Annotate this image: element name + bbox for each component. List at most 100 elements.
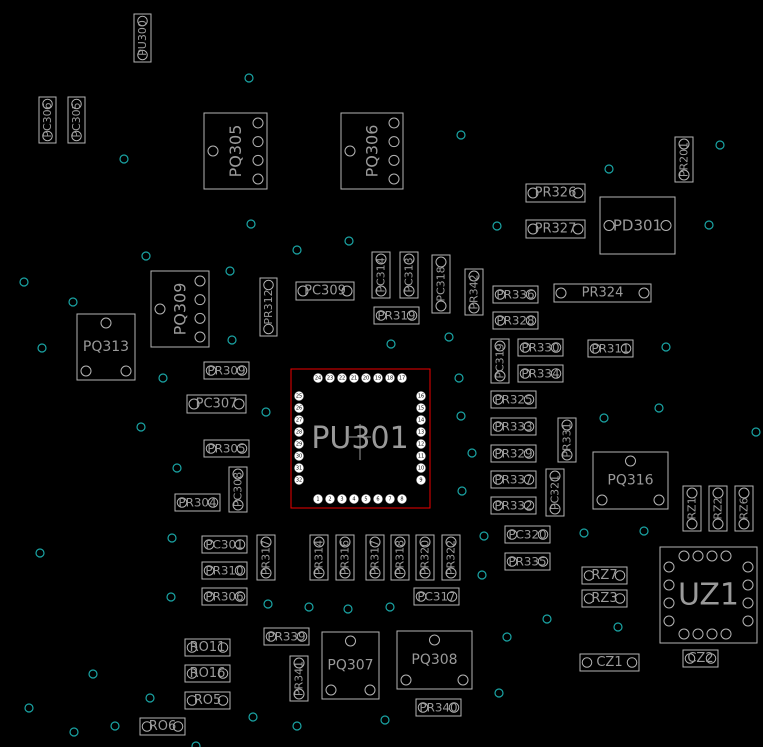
component-pr311[interactable]: PR311 (587, 339, 634, 358)
pad (653, 494, 665, 506)
component-rz2[interactable]: RZ2 (708, 485, 728, 532)
component-ro11[interactable]: RO11 (184, 638, 231, 657)
component-pq307[interactable]: PQ307 (321, 631, 380, 700)
component-pd301[interactable]: PD301 (599, 196, 676, 255)
via (492, 221, 502, 231)
pad (492, 474, 504, 485)
component-pr318[interactable]: PR318 (390, 534, 410, 581)
component-pq313[interactable]: PQ313 (76, 313, 136, 381)
component-rz3[interactable]: RZ3 (581, 589, 628, 608)
component-pr306[interactable]: PR306 (201, 587, 248, 606)
pad (684, 653, 696, 664)
component-pc318[interactable]: PC318 (431, 254, 451, 314)
pad (194, 294, 206, 306)
via (136, 422, 146, 432)
component-pr328[interactable]: PR328 (492, 311, 539, 330)
pu301-pin-number: 10 (418, 465, 424, 471)
component-pr324[interactable]: PR324 (553, 283, 652, 303)
component-pr320[interactable]: PR320 (415, 534, 435, 581)
component-pc313[interactable]: PC313 (399, 251, 419, 299)
component-pq308[interactable]: PQ308 (396, 630, 473, 690)
component-ro16[interactable]: RO16 (184, 664, 231, 683)
component-pr327[interactable]: PR327 (525, 219, 586, 239)
via (457, 486, 467, 496)
component-pr337[interactable]: PR337 (490, 470, 537, 489)
component-label: PQ313 (83, 339, 129, 355)
pad (603, 220, 615, 231)
component-pr326[interactable]: PR326 (525, 183, 586, 203)
component-pu300[interactable]: PU300 (133, 13, 152, 63)
component-pr329[interactable]: PR329 (490, 444, 537, 463)
component-pq309[interactable]: PQ309 (150, 270, 210, 348)
pu301-pin-number: 25 (296, 393, 302, 399)
component-pc306[interactable]: PC306 (38, 96, 57, 144)
component-outline (201, 561, 248, 580)
component-pc308[interactable]: PC308 (228, 466, 248, 513)
component-label: PR340 (419, 701, 457, 715)
pad (523, 394, 535, 405)
component-pr333[interactable]: PR333 (490, 417, 537, 436)
component-pr309[interactable]: PR309 (203, 361, 250, 380)
component-pr317[interactable]: PR317 (256, 534, 276, 581)
pad (519, 342, 531, 353)
component-cz1[interactable]: CZ1 (579, 653, 640, 672)
component-pq305[interactable]: PQ305 (203, 112, 268, 190)
component-pr312[interactable]: PR312 (259, 277, 278, 337)
component-outline (415, 534, 435, 581)
component-ro6[interactable]: RO6 (139, 717, 186, 736)
pad (42, 130, 53, 142)
component-pc309[interactable]: PC309 (295, 281, 355, 301)
component-pc319[interactable]: PC319 (490, 338, 510, 384)
component-pc305[interactable]: PC305 (67, 96, 86, 144)
component-pr332[interactable]: PR332 (490, 496, 537, 515)
pad (186, 668, 198, 679)
component-pr336[interactable]: PR336 (492, 285, 539, 304)
component-label: PR304 (178, 496, 216, 510)
pad (100, 317, 112, 329)
component-pc307[interactable]: PC307 (186, 394, 247, 414)
component-pr334[interactable]: PR334 (517, 364, 564, 383)
component-pr304[interactable]: PR304 (174, 493, 221, 512)
component-pr330[interactable]: PR330 (517, 338, 564, 357)
component-pr322[interactable]: PR322 (441, 534, 461, 581)
component-pr325[interactable]: PR325 (490, 390, 537, 409)
pu301-pin (325, 373, 335, 383)
component-ro5[interactable]: RO5 (184, 691, 231, 710)
pad (120, 365, 132, 377)
component-pr310[interactable]: PR310 (201, 561, 248, 580)
component-uz1[interactable]: UZ1 (659, 546, 758, 644)
component-pr305[interactable]: PR305 (203, 439, 250, 458)
component-rz7[interactable]: RZ7 (581, 566, 628, 585)
component-rz1[interactable]: RZ1 (682, 485, 702, 532)
component-pr317[interactable]: PR317 (365, 534, 385, 581)
pad (519, 368, 531, 379)
component-pr340[interactable]: PR340 (415, 698, 462, 717)
component-pr314[interactable]: PR314 (309, 534, 329, 581)
component-rz6[interactable]: RZ6 (734, 485, 754, 532)
component-pc314[interactable]: PC314 (371, 251, 391, 299)
component-pc317[interactable]: PC317 (413, 587, 460, 606)
component-pq306[interactable]: PQ306 (340, 112, 404, 190)
pad (234, 565, 246, 576)
via (88, 669, 98, 679)
component-pr316[interactable]: PR316 (335, 534, 355, 581)
component-pr201[interactable]: PR201 (674, 136, 694, 183)
component-outline (184, 664, 231, 683)
component-cz2[interactable]: CZ2 (682, 649, 719, 668)
via (244, 73, 254, 83)
component-pr341[interactable]: PR341 (289, 655, 309, 702)
component-pr335[interactable]: PR335 (504, 552, 551, 571)
component-label: RO16 (190, 666, 226, 681)
component-pc320[interactable]: PC320 (504, 525, 551, 544)
component-pr339[interactable]: PR339 (263, 627, 310, 646)
component-pc321[interactable]: PC321 (545, 468, 565, 517)
component-pc301[interactable]: PC301 (201, 535, 248, 554)
component-pr319[interactable]: PR319 (373, 306, 420, 325)
component-pq316[interactable]: PQ316 (592, 451, 669, 510)
component-pr331[interactable]: PR331 (557, 417, 577, 463)
component-label: PR320 (419, 540, 432, 575)
component-pr342[interactable]: PR342 (464, 268, 484, 316)
